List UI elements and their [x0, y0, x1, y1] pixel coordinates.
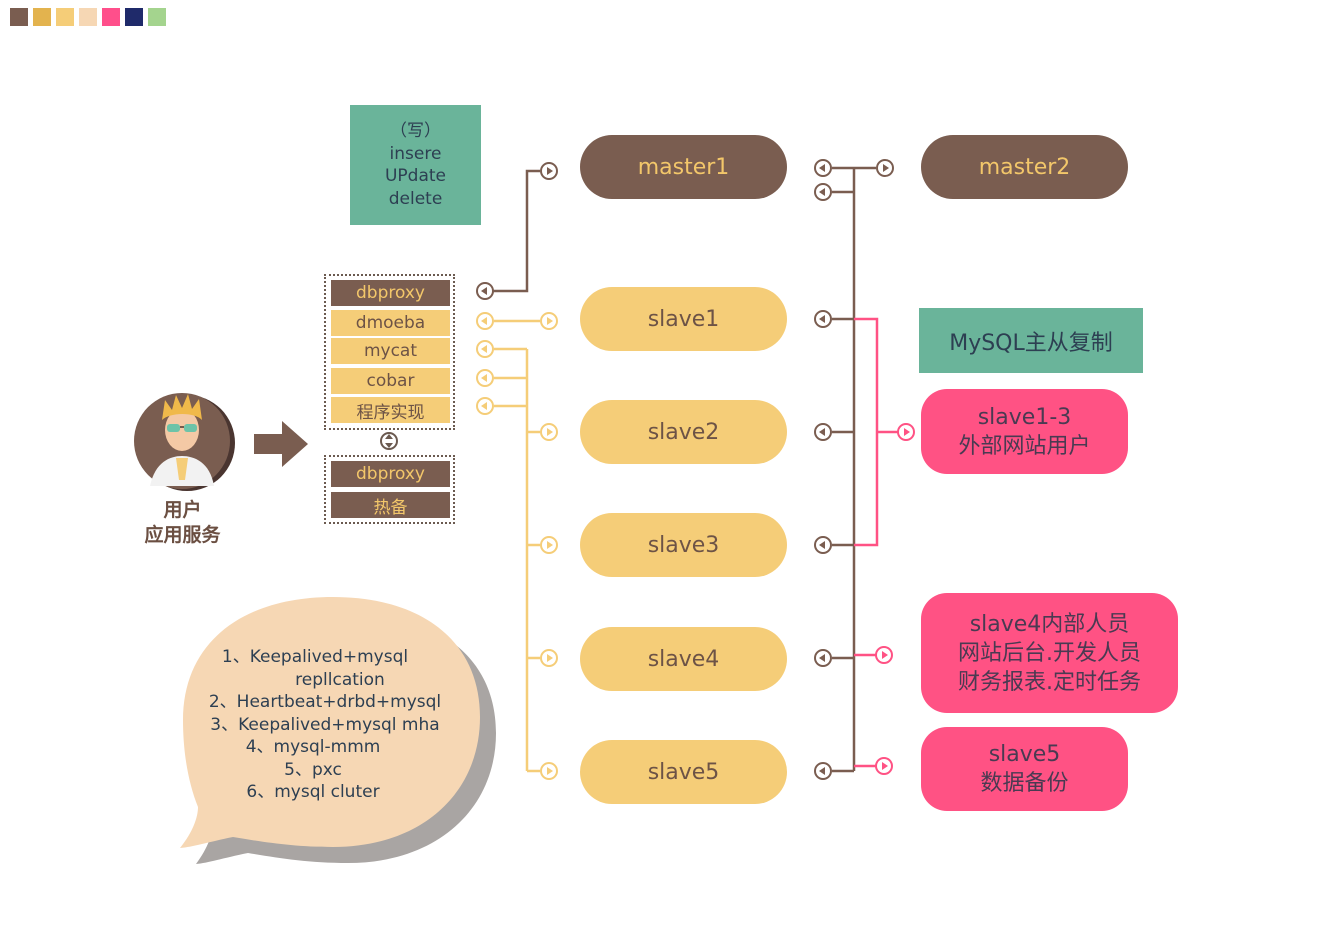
user-to-proxy-arrow-icon	[254, 421, 308, 467]
slave2-node[interactable]: slave2	[580, 400, 787, 464]
ha-solution-6: 6、mysql cluter	[246, 782, 380, 802]
user-label: 用户 应用服务	[120, 498, 245, 548]
ha-solution-5: 5、pxc	[284, 759, 342, 780]
arrow-left-icon	[476, 282, 494, 300]
proxy-backup-standby[interactable]: 热备	[331, 492, 450, 518]
user-group-internal-line-3: 财务报表.定时任务	[958, 669, 1141, 695]
replication-label: MySQL主从复制	[919, 308, 1143, 373]
swatch-green	[148, 8, 166, 26]
user-group-backup[interactable]: slave5 数据备份	[921, 727, 1128, 811]
proxy-list-group: dbproxy dmoeba mycat cobar 程序实现	[324, 274, 455, 430]
failover-updown-icon	[380, 432, 398, 450]
swatch-peach	[79, 8, 97, 26]
slave4-node[interactable]: slave4	[580, 627, 787, 691]
swatch-pink	[102, 8, 120, 26]
swatch-yellow	[56, 8, 74, 26]
write-op-insert: insere	[389, 143, 442, 164]
arrow-right-icon	[540, 162, 558, 180]
ha-solution-1: 1、Keepalived+mysql	[221, 647, 409, 667]
proxy-item-mycat[interactable]: mycat	[331, 338, 450, 364]
write-label: （写）	[390, 121, 441, 141]
ha-solutions-list: 1、Keepalived+mysql repllcation 2、Heartbe…	[180, 646, 470, 804]
arrow-left-icon	[814, 310, 832, 780]
ha-solution-4: 4、mysql-mmm	[245, 737, 381, 757]
user-group-backup-line-2: 数据备份	[980, 771, 1069, 796]
arrow-right-icon	[876, 159, 894, 177]
proxy-item-dbproxy[interactable]: dbproxy	[331, 280, 450, 306]
user-avatar-icon	[134, 393, 235, 491]
user-group-internal-line-1: slave4内部人员	[969, 611, 1130, 637]
slave5-node[interactable]: slave5	[580, 740, 787, 804]
swatch-gold	[33, 8, 51, 26]
user-group-backup-line-1: slave5	[988, 742, 1061, 767]
write-operations-box: （写） insere UPdate delete	[350, 105, 481, 225]
proxy-item-cobar[interactable]: cobar	[331, 368, 450, 394]
slave1-node[interactable]: slave1	[580, 287, 787, 351]
arrow-right-icon	[875, 423, 915, 775]
ha-solution-2: 2、Heartbeat+drbd+mysql	[208, 692, 442, 712]
proxy-backup-group: dbproxy 热备	[324, 455, 455, 524]
user-group-external-line-1: slave1-3	[977, 404, 1072, 430]
arrow-left-icon	[814, 159, 832, 177]
arrow-left-icon	[814, 183, 832, 201]
write-op-delete: delete	[388, 188, 443, 209]
slave3-node[interactable]: slave3	[580, 513, 787, 577]
user-group-internal-line-2: 网站后台.开发人员	[958, 640, 1141, 666]
swatch-navy	[125, 8, 143, 26]
speech-bubble	[180, 597, 480, 848]
arrow-left-icon	[476, 312, 494, 415]
proxy-item-dmoeba[interactable]: dmoeba	[331, 310, 450, 336]
master2-node[interactable]: master2	[921, 135, 1128, 199]
user-label-line-1: 用户	[163, 499, 202, 521]
arrow-right-icon	[540, 312, 558, 780]
write-op-update: UPdate	[384, 166, 447, 186]
master1-node[interactable]: master1	[580, 135, 787, 199]
ha-solution-3: 3、Keepalived+mysql mha	[210, 714, 440, 735]
user-group-external-line-2: 外部网站用户	[958, 433, 1091, 459]
user-label-line-2: 应用服务	[144, 524, 221, 546]
swatch-brown	[10, 8, 28, 26]
user-group-external[interactable]: slave1-3 外部网站用户	[921, 389, 1128, 474]
proxy-item-custom[interactable]: 程序实现	[331, 397, 450, 423]
proxy-backup-dbproxy[interactable]: dbproxy	[331, 461, 450, 487]
ha-solution-1-cont: repllcation	[295, 669, 385, 690]
user-group-internal[interactable]: slave4内部人员 网站后台.开发人员 财务报表.定时任务	[921, 593, 1178, 713]
